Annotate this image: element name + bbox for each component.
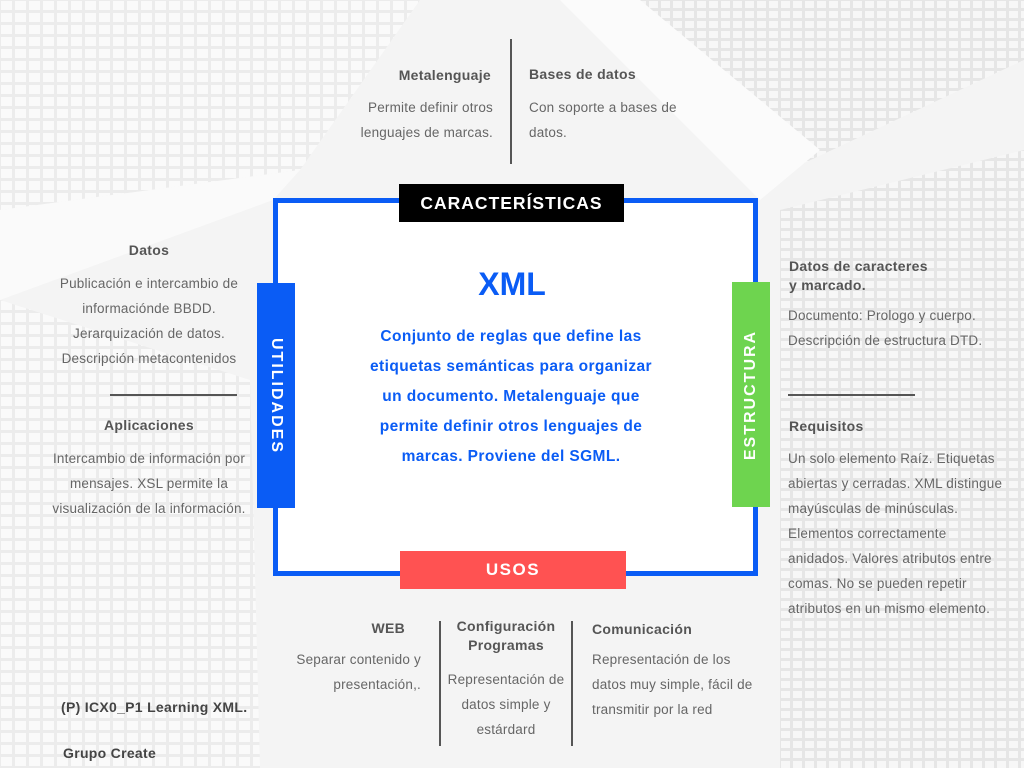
group-text: Grupo Create xyxy=(63,745,157,761)
credit-text: (P) ICX0_P1 Learning XML. xyxy=(61,699,248,715)
usos-tag: USOS xyxy=(400,551,626,589)
requisitos-text: Un solo elemento Raíz. Etiquetas abierta… xyxy=(788,451,1003,616)
estructura-tag-label: ESTRUCTURA xyxy=(742,329,759,460)
web-text: Separar contenido y presentación,. xyxy=(296,652,421,692)
configuracion-text: Representación de datos simple y estárda… xyxy=(447,672,565,737)
estructura-tag: ESTRUCTURA xyxy=(732,282,770,507)
datos-caracteres-heading: Datos de caracteres y marcado. xyxy=(789,258,928,293)
usos-divider-left xyxy=(439,621,441,746)
datos-caracteres-text: Documento: Prologo y cuerpo. Descripción… xyxy=(788,308,983,348)
caracteristicas-tag: CARACTERÍSTICAS xyxy=(399,184,624,222)
datos-text: Publicación e intercambio de información… xyxy=(59,276,239,366)
configuracion-heading: Configuración Programas xyxy=(456,618,556,653)
bases-text: Con soporte a bases de datos. xyxy=(529,100,677,140)
utilidades-tag-label: UTILIDADES xyxy=(268,337,285,454)
usos-divider-right xyxy=(571,621,573,746)
comunicacion-text: Representación de los datos muy simple, … xyxy=(592,652,753,717)
comunicacion-heading: Comunicación xyxy=(592,621,693,637)
web-heading: WEB xyxy=(371,620,405,636)
datos-heading: Datos xyxy=(128,242,170,258)
requisitos-heading: Requisitos xyxy=(789,418,864,434)
xml-frame xyxy=(273,198,758,576)
metalenguaje-text: Permite definir otros lenguajes de marca… xyxy=(360,100,493,140)
caracteristicas-divider xyxy=(510,39,512,164)
xml-description: Conjunto de reglas que define las etique… xyxy=(370,328,652,465)
estructura-divider xyxy=(788,394,915,396)
utilidades-divider xyxy=(110,394,237,396)
xml-title: XML xyxy=(478,266,546,302)
bases-heading: Bases de datos xyxy=(529,66,636,82)
utilidades-tag: UTILIDADES xyxy=(257,283,295,508)
aplicaciones-text: Intercambio de información por mensajes.… xyxy=(52,451,246,516)
metalenguaje-heading: Metalenguaje xyxy=(398,67,491,83)
aplicaciones-heading: Aplicaciones xyxy=(104,417,194,433)
